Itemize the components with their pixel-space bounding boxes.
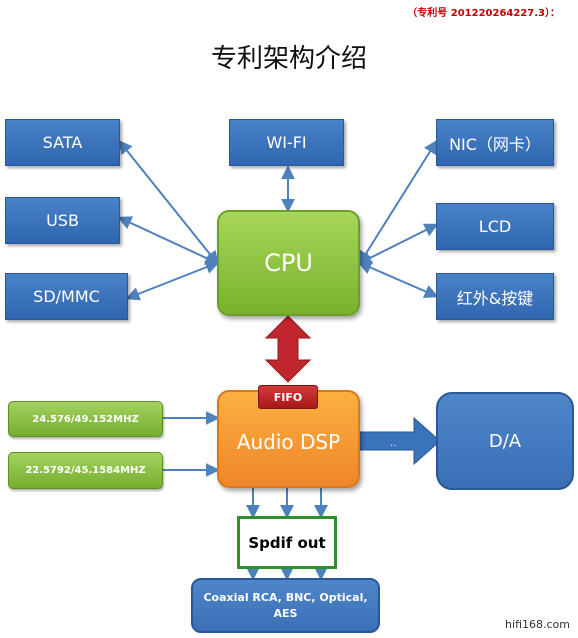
usb-cpu-link: [117, 216, 220, 265]
fifo-block: FIFO: [258, 385, 318, 409]
cpu-dsp-double-arrow: [264, 315, 312, 383]
digital-outputs-block: Coaxial RCA, BNC, Optical, AES: [191, 578, 380, 633]
clock-225792: 22.5792/45.1584MHZ: [8, 452, 163, 489]
port-sdmmc: SD/MMC: [5, 273, 128, 320]
port-ir-keys: 红外&按键: [436, 273, 554, 320]
sata-cpu-link: [118, 139, 219, 266]
port-nic: NIC（网卡）: [436, 119, 554, 166]
watermark: hifi168.com: [505, 618, 570, 631]
ir-cpu-link: [357, 261, 439, 298]
da-converter-block: D/A: [436, 392, 574, 490]
dsp-da-arrow: [359, 416, 441, 466]
port-sata: SATA: [5, 119, 120, 166]
port-wifi: WI-FI: [229, 119, 344, 166]
port-usb: USB: [5, 197, 120, 244]
cpu-block: CPU: [217, 210, 360, 316]
lcd-cpu-link: [357, 223, 439, 265]
spdif-out-block: Spdif out: [237, 516, 337, 569]
clock-24576: 24.576/49.152MHZ: [8, 401, 163, 437]
dsp-da-arrow-dots: ‥: [390, 438, 397, 449]
patent-number: （专利号 201220264227.3）：: [407, 8, 560, 19]
page-title: 专利架构介绍: [210, 44, 367, 74]
port-lcd: LCD: [436, 203, 554, 250]
sdmmc-cpu-link: [125, 260, 220, 301]
